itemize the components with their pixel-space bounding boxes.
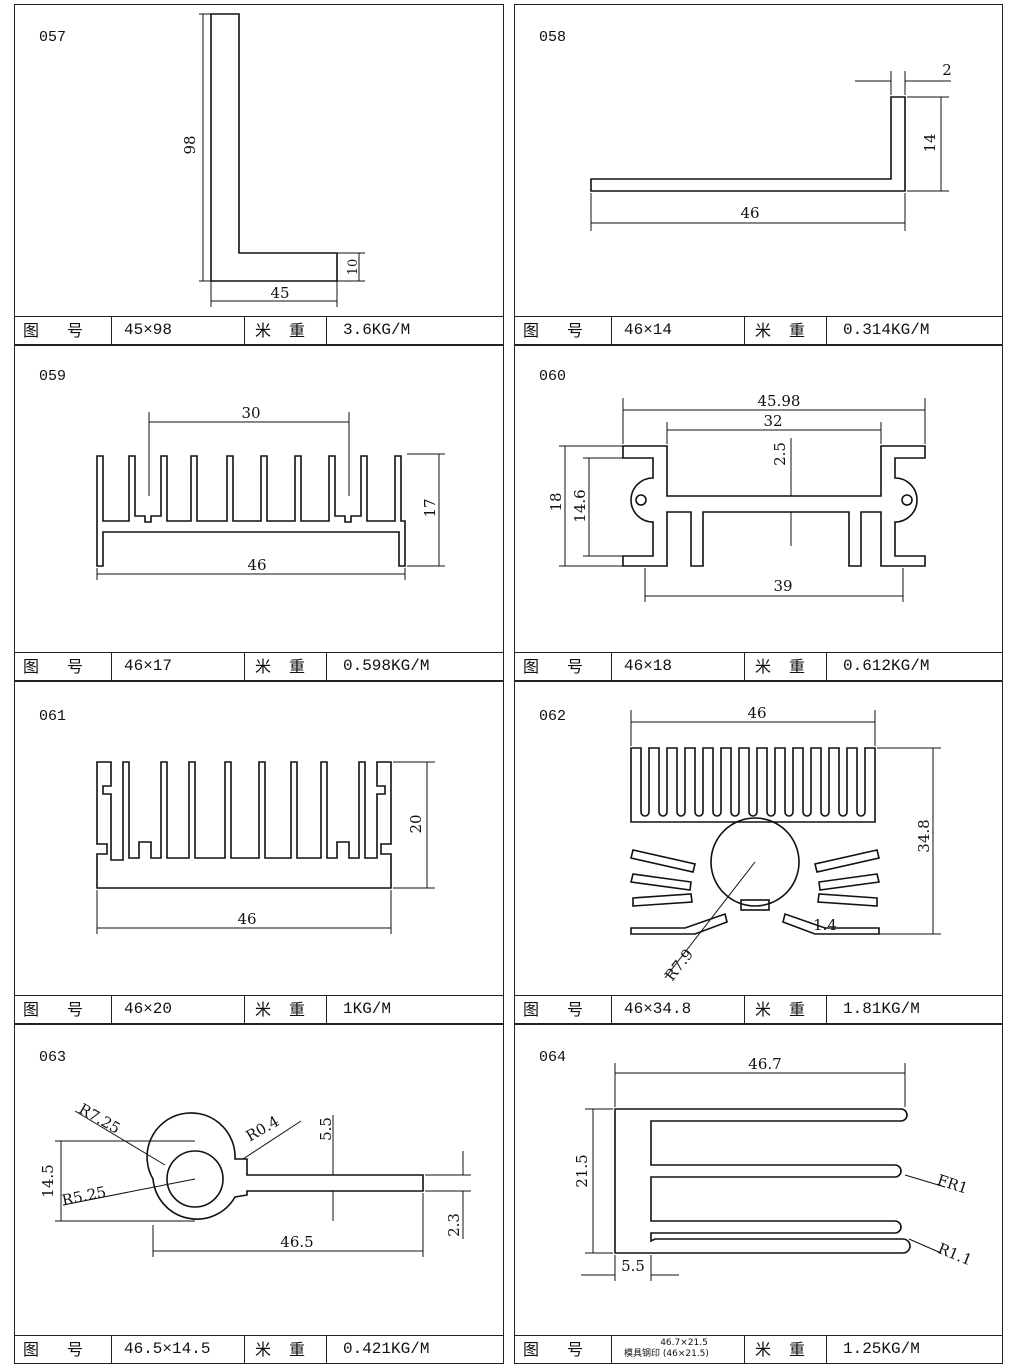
dim-height: 14.5 — [39, 1164, 57, 1197]
panel-footer: 图号 46×17 米重 0.598KG/M — [15, 652, 503, 680]
weight-label: 米重 — [745, 1336, 827, 1363]
weight-label: 米重 — [745, 653, 827, 680]
dim-r-outer: R7.25 — [76, 1100, 124, 1138]
figure-no-label: 图号 — [15, 317, 112, 344]
profile-drawing: 46 34.8 R7.9 1.4 — [630, 704, 941, 985]
panel-057: 057 98 45 10 图号 45×98 米重 3.6KG/M — [14, 4, 504, 345]
profile-drawing: 30 46 17 — [96, 404, 445, 580]
panel-code: 060 — [539, 368, 567, 385]
dim-width: 46.5 — [280, 1233, 313, 1251]
weight-label: 米重 — [745, 996, 827, 1023]
dim-r-inner: R5.25 — [60, 1183, 107, 1210]
dim-width: 46 — [740, 204, 759, 222]
profile-weight: 1.81KG/M — [843, 1000, 920, 1018]
weight-label: 米重 — [245, 996, 327, 1023]
dim-inner: 32 — [763, 412, 782, 430]
panel-footer: 图号 46×20 米重 1KG/M — [15, 995, 503, 1023]
profile-weight: 0.598KG/M — [343, 657, 430, 675]
dim-height: 98 — [181, 135, 199, 154]
dim-height: 21.5 — [573, 1154, 591, 1187]
profile-drawing: 2 14 46 — [590, 61, 952, 231]
profile-size: 46×14 — [612, 317, 745, 344]
panel-060: 060 45.98 32 2.5 18 14.6 39 图号 46×18 米重 — [514, 345, 1003, 681]
panel-059: 059 30 46 17 图号 46×17 米重 0.598KG/M — [14, 345, 504, 681]
panel-footer: 图号 45×98 米重 3.6KG/M — [15, 316, 503, 344]
weight-label: 米重 — [745, 317, 827, 344]
weight-label: 米重 — [245, 317, 327, 344]
profile-weight: 1KG/M — [343, 1000, 392, 1018]
dim-height: 17 — [421, 498, 439, 517]
panel-064: 064 46.7 21.5 FR1 R1.1 5.5 图号 46.7×21.5 … — [514, 1024, 1003, 1364]
figure-no-label: 图号 — [15, 996, 112, 1023]
profile-size-line2: 模具钢印 (46×21.5) — [624, 1349, 709, 1359]
profile-size: 46×20 — [112, 996, 245, 1023]
dim-thickness: 10 — [346, 259, 361, 276]
dim-width: 46 — [247, 556, 266, 574]
profile-drawing: 46.7 21.5 FR1 R1.1 5.5 — [573, 1055, 975, 1281]
profile-weight: 3.6KG/M — [343, 321, 411, 339]
profile-size: 46.7×21.5 模具钢印 (46×21.5) — [612, 1336, 745, 1363]
dim-slot: 5.5 — [317, 1117, 335, 1141]
panel-code: 062 — [539, 708, 567, 725]
figure-no-label: 图号 — [515, 317, 612, 344]
dim-width: 45 — [270, 284, 289, 302]
profile-size-line1: 46.7×21.5 — [660, 1338, 708, 1348]
figure-no-label: 图号 — [515, 996, 612, 1023]
figure-no-label: 图号 — [15, 653, 112, 680]
dim-width: 46 — [237, 910, 256, 928]
panel-footer: 图号 46.7×21.5 模具钢印 (46×21.5) 米重 1.25KG/M — [515, 1335, 1002, 1363]
profile-weight: 1.25KG/M — [843, 1340, 920, 1358]
dim-height: 34.8 — [915, 819, 933, 852]
panel-058: 058 2 14 46 图号 46×14 米重 0.314KG/M — [514, 4, 1003, 345]
panel-063: 063 14.5 R7.25 R5.25 R0.4 5.5 2.3 46.5 图… — [14, 1024, 504, 1364]
dim-fin: 1.4 — [813, 916, 837, 934]
dim-bottom: 39 — [773, 577, 792, 595]
figure-no-label: 图号 — [15, 1336, 112, 1363]
panel-code: 064 — [539, 1049, 567, 1066]
dim-web: 2.5 — [771, 442, 789, 466]
figure-no-label: 图号 — [515, 1336, 612, 1363]
panel-code: 063 — [39, 1049, 67, 1066]
weight-label: 米重 — [245, 1336, 327, 1363]
profile-size: 46×34.8 — [612, 996, 745, 1023]
profile-weight: 0.612KG/M — [843, 657, 930, 675]
figure-no-label: 图号 — [515, 653, 612, 680]
panel-footer: 图号 46.5×14.5 米重 0.421KG/M — [15, 1335, 503, 1363]
profile-size: 46.5×14.5 — [112, 1336, 245, 1363]
panel-code: 057 — [39, 29, 67, 46]
profile-drawing: 14.5 R7.25 R5.25 R0.4 5.5 2.3 46.5 — [39, 1100, 471, 1257]
profile-drawing: 98 45 10 — [181, 13, 365, 307]
panel-code: 058 — [539, 29, 567, 46]
dim-thickness: 2 — [942, 61, 952, 79]
panel-061: 061 20 46 图号 46×20 米重 1KG/M — [14, 681, 504, 1024]
dim-height: 14 — [921, 133, 939, 152]
panel-code: 059 — [39, 368, 67, 385]
dim-fr: FR1 — [935, 1171, 970, 1198]
dim-r: R1.1 — [935, 1239, 974, 1269]
panel-code: 061 — [39, 708, 67, 725]
profile-weight: 0.314KG/M — [843, 321, 930, 339]
profile-size: 46×18 — [612, 653, 745, 680]
profile-drawing: 20 46 — [96, 761, 435, 934]
dim-width: 46 — [747, 704, 766, 722]
dim-inner: 30 — [241, 404, 260, 422]
panel-footer: 图号 46×34.8 米重 1.81KG/M — [515, 995, 1002, 1023]
panel-footer: 图号 46×14 米重 0.314KG/M — [515, 316, 1002, 344]
profile-size: 45×98 — [112, 317, 245, 344]
dim-height: 20 — [407, 814, 425, 833]
weight-label: 米重 — [245, 653, 327, 680]
panel-footer: 图号 46×18 米重 0.612KG/M — [515, 652, 1002, 680]
dim-thickness: 2.3 — [445, 1213, 463, 1237]
profile-drawing: 45.98 32 2.5 18 14.6 39 — [547, 392, 926, 602]
profile-size: 46×17 — [112, 653, 245, 680]
profile-weight: 0.421KG/M — [343, 1340, 430, 1358]
dim-overall: 45.98 — [758, 392, 801, 410]
dim-r-small: R0.4 — [243, 1112, 282, 1145]
dim-base: 5.5 — [621, 1257, 645, 1275]
panel-062: 062 46 34.8 R7.9 1.4 图号 46×34.8 — [514, 681, 1003, 1024]
dim-height: 18 — [547, 492, 565, 511]
dim-width: 46.7 — [748, 1055, 781, 1073]
dim-inner-height: 14.6 — [571, 489, 589, 522]
dim-radius: R7.9 — [661, 946, 697, 985]
